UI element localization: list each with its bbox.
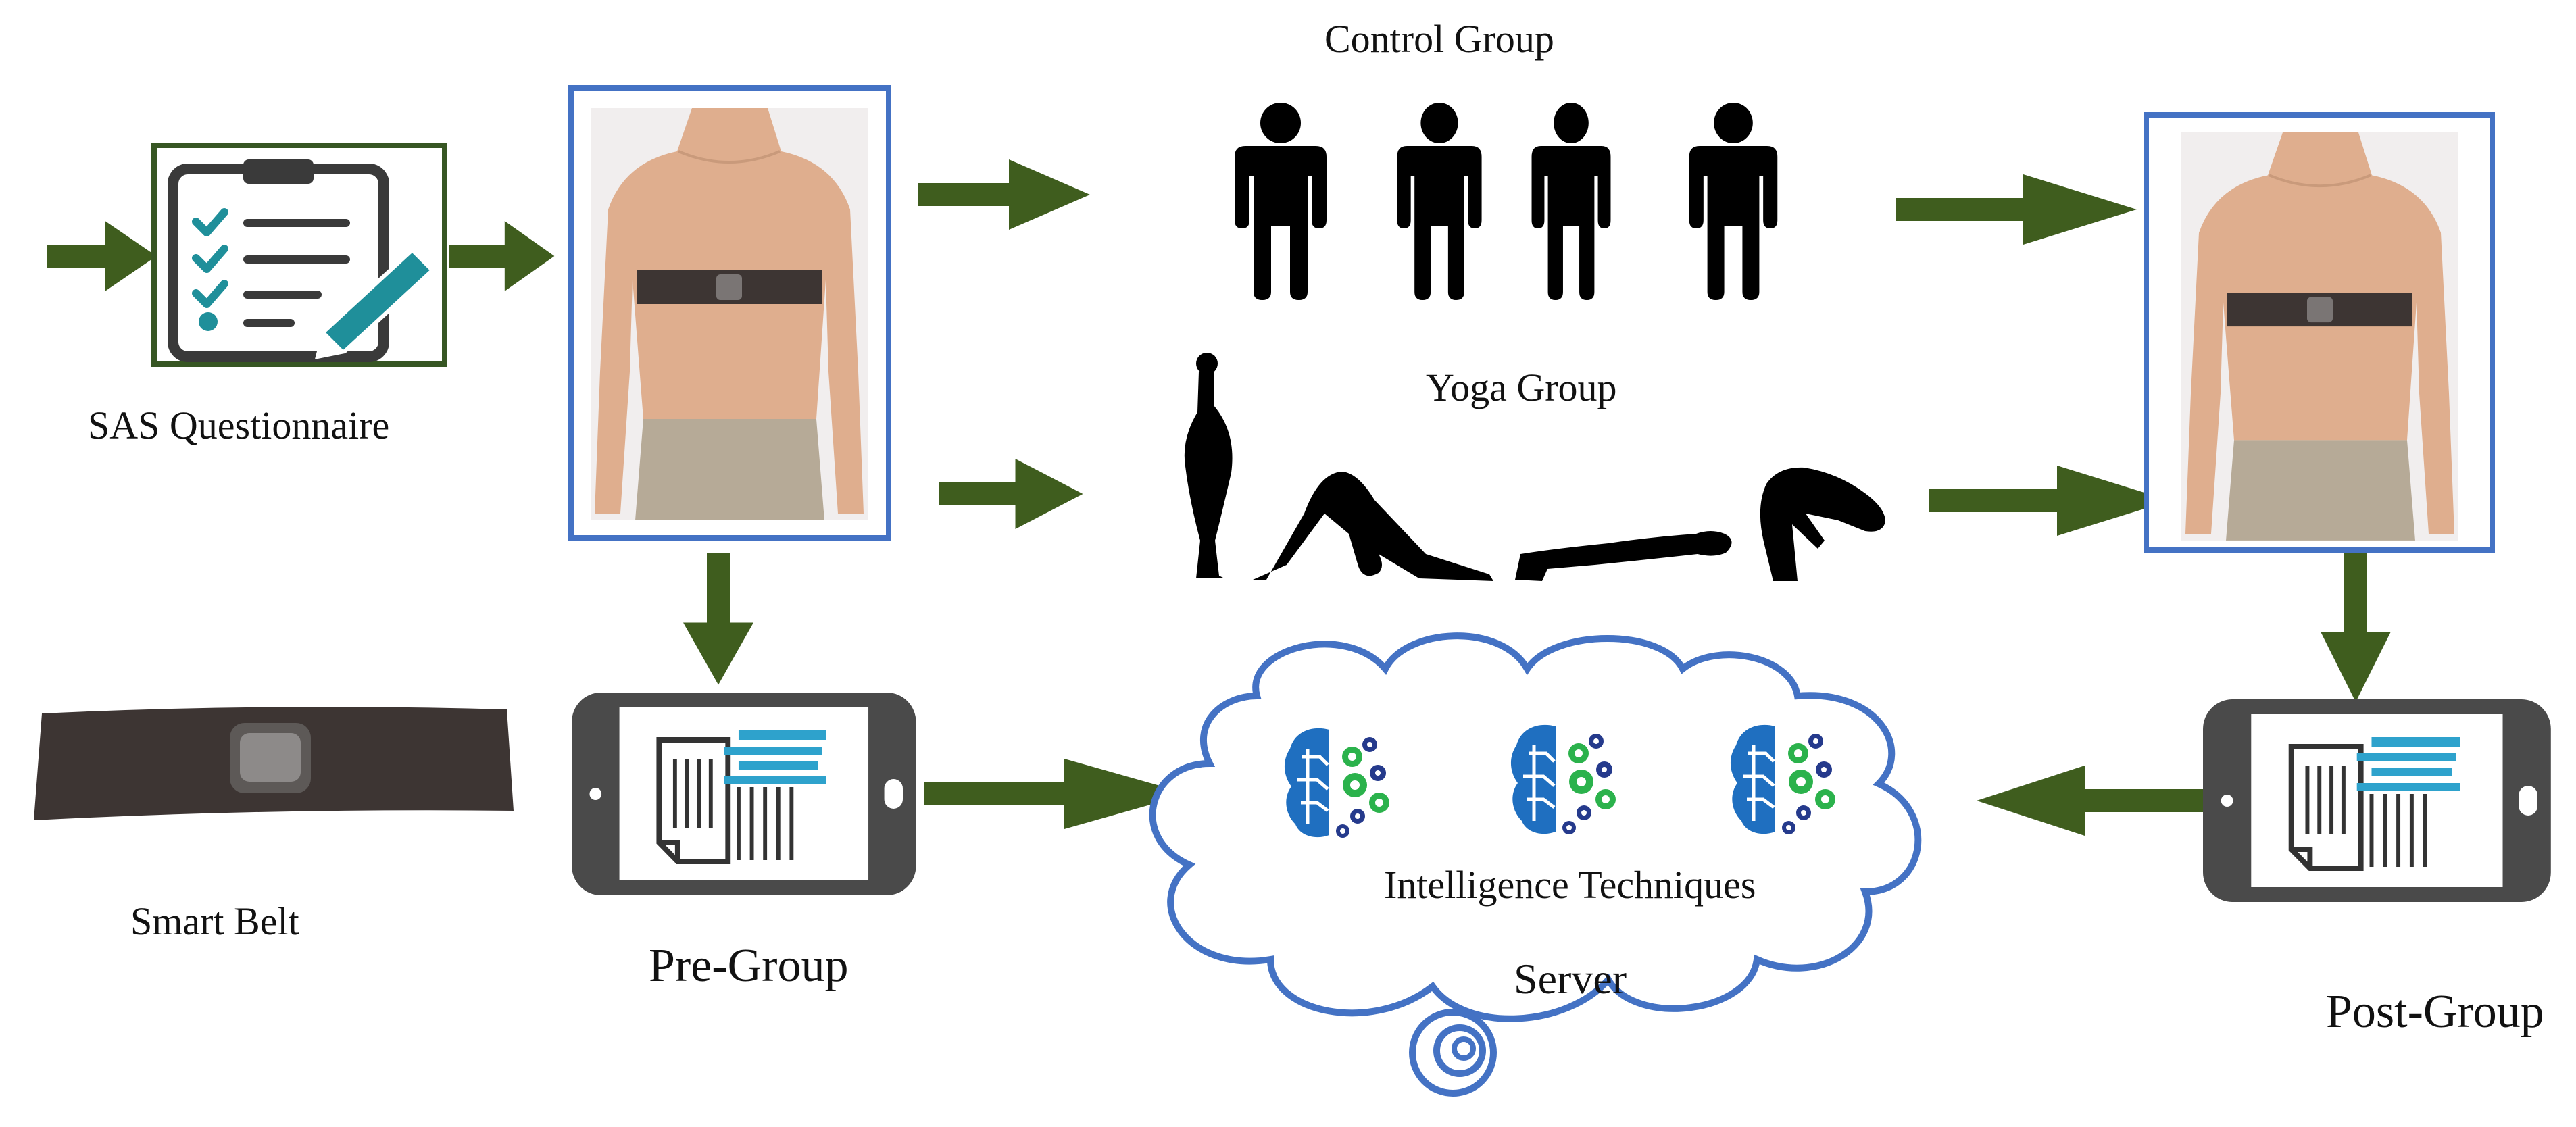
person-silhouette-icon: [1235, 103, 1327, 300]
control-group-label: Control Group: [1324, 17, 1554, 61]
yoga-pose-icon: [1184, 353, 1233, 578]
yoga-pose-icon: [1253, 472, 1493, 581]
intelligence-techniques-label: Intelligence Techniques: [1384, 863, 1756, 907]
arrow-postgroup-to-phone: [2321, 553, 2391, 702]
smartphone-report-icon: [572, 693, 916, 895]
smartphone-report-icon: [2203, 699, 2551, 902]
yoga-group-label: Yoga Group: [1426, 366, 1617, 409]
arrow-yoga-to-postgroup: [1929, 466, 2171, 536]
yoga-pose-icon: [1515, 531, 1732, 581]
arrow-phone-to-server: [924, 759, 1189, 829]
smart-belt-photo: [34, 707, 514, 820]
person-silhouette-icon: [1531, 103, 1611, 300]
control-group-people: [1235, 103, 1778, 300]
arrow-postphone-to-server: [1977, 766, 2206, 836]
pre-group-label: Pre-Group: [649, 940, 849, 992]
arrow-to-control-group: [918, 159, 1090, 230]
smart-belt-label: Smart Belt: [130, 899, 299, 943]
clipboard-checklist-icon: [151, 143, 447, 367]
arrow-to-yoga-group: [939, 459, 1083, 529]
pre-group-chest-strap-photo: [568, 85, 891, 541]
person-silhouette-icon: [1397, 103, 1482, 300]
post-group-label: Post-Group: [2326, 986, 2544, 1038]
yoga-poses: [1184, 353, 1885, 581]
arrow-questionnaire-to-pregroup: [449, 221, 555, 291]
arrow-into-questionnaire: [47, 221, 157, 291]
post-group-chest-strap-photo: [2144, 112, 2495, 553]
server-label: Server: [1514, 955, 1627, 1003]
arrow-control-to-postgroup: [1896, 174, 2137, 245]
pencil-icon: [314, 247, 436, 359]
person-silhouette-icon: [1689, 103, 1778, 300]
yoga-pose-icon: [1760, 467, 1885, 581]
arrow-pregroup-to-phone: [683, 553, 753, 685]
sas-questionnaire-label: SAS Questionnaire: [88, 403, 390, 447]
